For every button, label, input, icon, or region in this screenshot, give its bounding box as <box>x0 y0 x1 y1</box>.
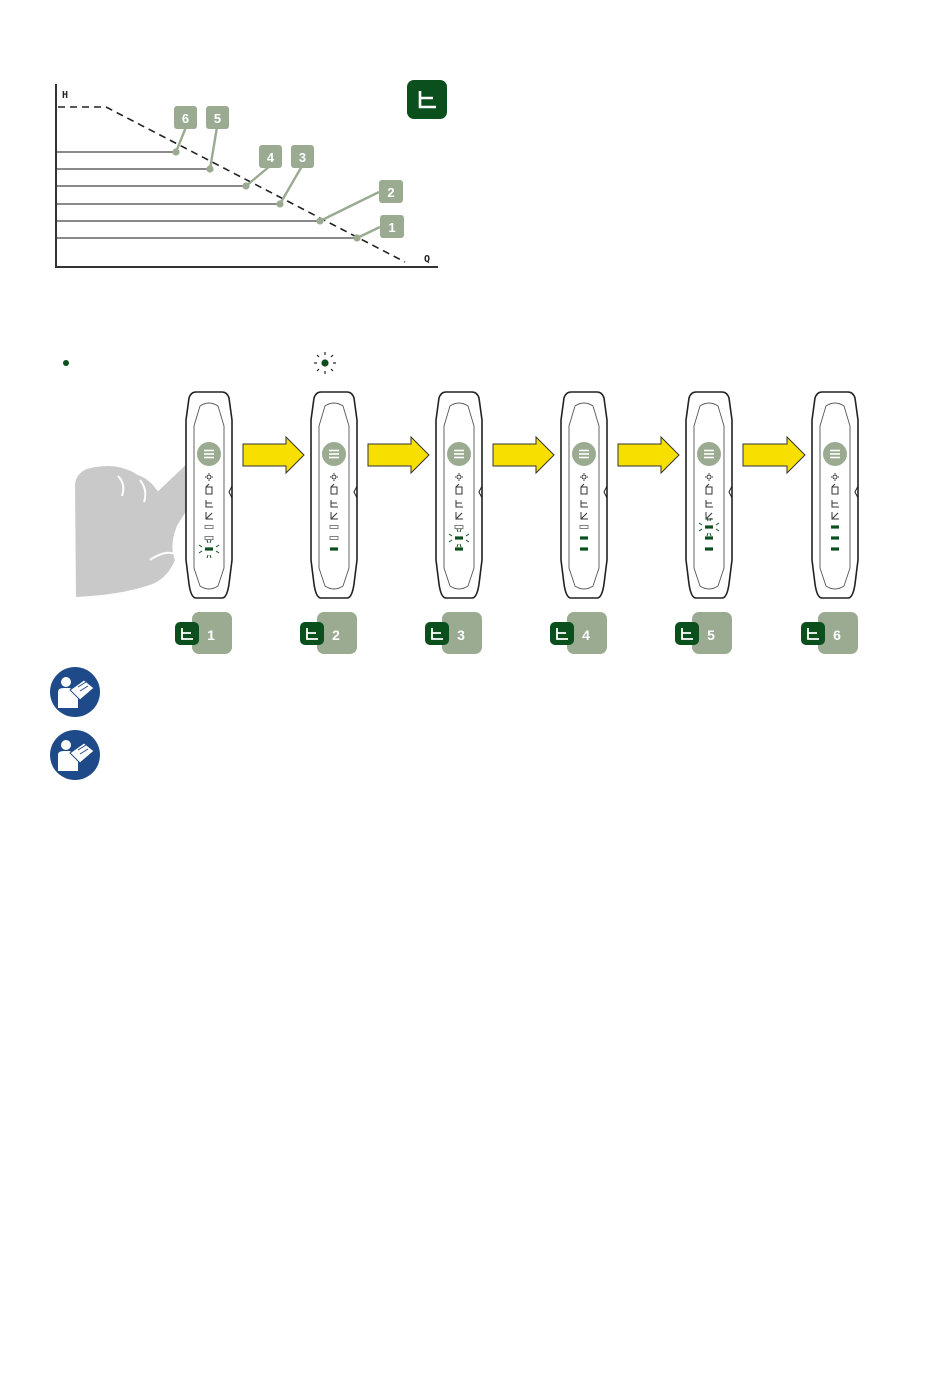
pump-control-panel <box>186 392 232 598</box>
menu-button[interactable] <box>447 442 471 466</box>
step-number: 1 <box>207 627 215 643</box>
sequence-step-5: 5 <box>675 392 732 654</box>
menu-button[interactable] <box>197 442 221 466</box>
sequence-step-4: 4 <box>550 392 607 654</box>
step-badge-6: 6 <box>801 612 858 654</box>
next-step-arrow <box>243 437 304 473</box>
pump-curve-chart: H Q 6 <box>56 84 438 268</box>
step-number: 2 <box>332 627 340 643</box>
next-step-arrow <box>368 437 429 473</box>
svg-text:2: 2 <box>387 185 394 200</box>
manual-icons <box>50 667 100 780</box>
read-manual-icon <box>50 667 100 717</box>
menu-button[interactable] <box>322 442 346 466</box>
step-number: 6 <box>833 627 841 643</box>
step-number: 3 <box>457 627 465 643</box>
sequence-step-1: 1 <box>175 392 232 654</box>
pump-control-panel <box>561 392 607 598</box>
step-badge-4: 4 <box>550 612 607 654</box>
step-badge-1: 1 <box>175 612 232 654</box>
sequence-step-3: 3 <box>425 392 482 654</box>
menu-button[interactable] <box>697 442 721 466</box>
next-step-arrow <box>493 437 554 473</box>
pump-control-panel <box>436 392 482 598</box>
svg-text:3: 3 <box>299 150 306 165</box>
curve-badge-2: 2 <box>379 180 403 203</box>
step-number: 4 <box>582 627 590 643</box>
constant-pressure-icon <box>407 80 447 119</box>
setting-sequence: 1 2 3 4 5 6 <box>74 392 858 654</box>
curve-badge-3: 3 <box>291 145 314 168</box>
menu-button[interactable] <box>572 442 596 466</box>
max-curve-dashed <box>58 107 405 262</box>
next-step-arrow <box>743 437 805 473</box>
svg-text:4: 4 <box>267 150 275 165</box>
svg-text:6: 6 <box>182 111 189 126</box>
sequence-step-2: 2 <box>300 392 357 654</box>
read-manual-icon <box>50 730 100 780</box>
led-blinking-icon <box>314 352 336 374</box>
step-number: 5 <box>707 627 715 643</box>
pump-control-panel <box>311 392 357 598</box>
step-badge-3: 3 <box>425 612 482 654</box>
next-step-arrow <box>618 437 679 473</box>
curve-badge-5: 5 <box>206 106 229 129</box>
y-axis-label: H <box>62 90 68 101</box>
svg-text:5: 5 <box>214 111 221 126</box>
sequence-step-6: 6 <box>801 392 858 654</box>
step-badge-5: 5 <box>675 612 732 654</box>
led-dot-icon <box>63 360 69 366</box>
curve-badge-1: 1 <box>380 215 404 238</box>
pump-control-panel <box>812 392 858 598</box>
x-axis-label: Q <box>424 254 430 265</box>
step-badge-2: 2 <box>300 612 357 654</box>
curve-badge-6: 6 <box>174 106 197 129</box>
menu-button[interactable] <box>823 442 847 466</box>
curve-badge-4: 4 <box>259 145 282 168</box>
svg-text:1: 1 <box>388 220 395 235</box>
pump-control-panel <box>686 392 732 598</box>
